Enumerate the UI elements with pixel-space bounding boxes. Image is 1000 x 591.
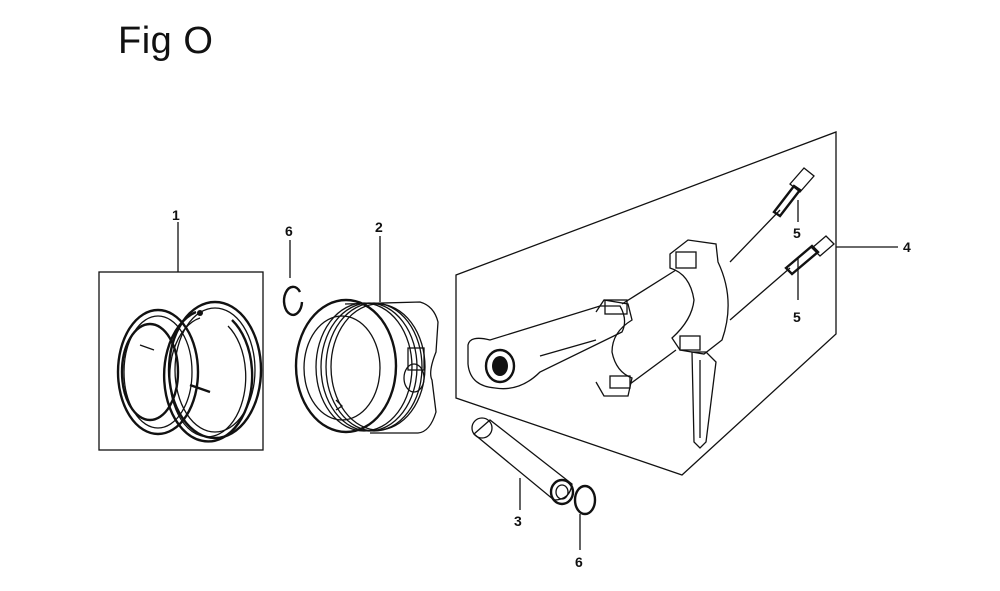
callout-5-upper: 5 [793, 225, 801, 241]
callout-2: 2 [375, 219, 383, 235]
callout-5-lower: 5 [793, 309, 801, 325]
callout-1: 1 [172, 207, 180, 223]
pin-clip-icon [573, 484, 597, 550]
piston-icon [294, 236, 439, 434]
callout-6-lower: 6 [575, 554, 583, 570]
figure-title: Fig O [118, 20, 214, 62]
rod-bolt-icon [729, 167, 835, 321]
connecting-rod-icon [455, 131, 898, 476]
piston-pin-icon [471, 417, 575, 510]
callout-6-upper: 6 [285, 223, 293, 239]
callout-3: 3 [514, 513, 522, 529]
piston-ring-set-icon [98, 222, 264, 451]
callout-4: 4 [903, 239, 911, 255]
pin-clip-icon [282, 240, 304, 317]
